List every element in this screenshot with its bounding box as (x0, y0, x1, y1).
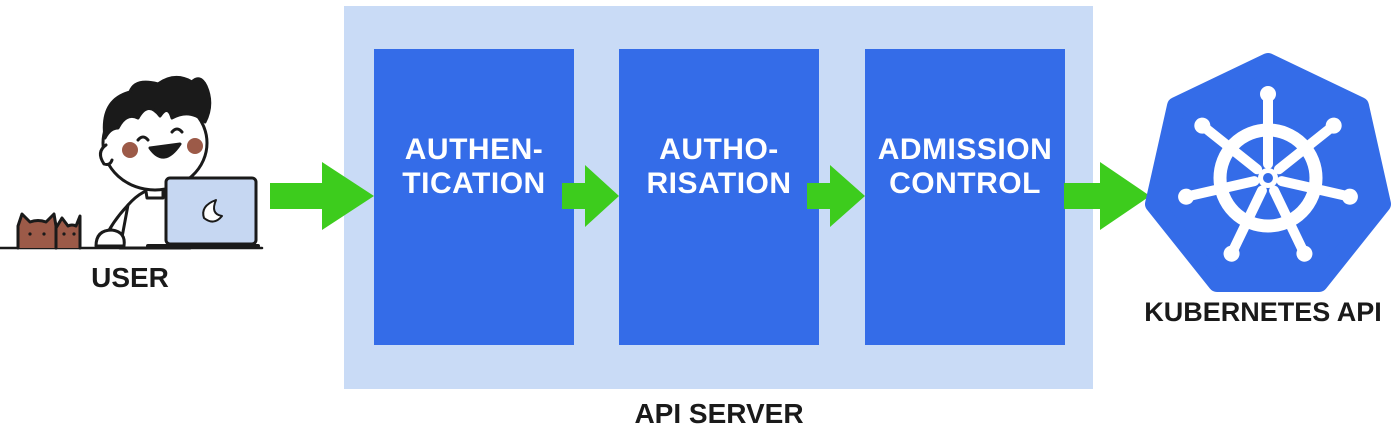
authentication-stage: AUTHEN- TICATION (374, 49, 574, 345)
arrow-authentication-to-authorisation (562, 165, 619, 227)
user-label: USER (91, 262, 169, 293)
api-server-label: API SERVER (634, 398, 804, 429)
arrow-user-to-authentication (270, 162, 374, 230)
admission-control-stage: ADMISSION CONTROL (865, 49, 1065, 345)
authorisation-stage: AUTHO- RISATION (619, 49, 819, 345)
authentication-label: AUTHEN- TICATION (402, 133, 546, 200)
admission-control-label: ADMISSION CONTROL (877, 133, 1053, 200)
kubernetes-api-label: KUBERNETES API (1144, 297, 1382, 327)
arrow-admission-to-kubernetes (1064, 162, 1150, 230)
user-illustration (0, 76, 264, 250)
authorisation-label: AUTHO- RISATION (646, 133, 792, 200)
arrow-authorisation-to-admission (807, 165, 865, 227)
kubernetes-logo-icon (1145, 53, 1391, 292)
